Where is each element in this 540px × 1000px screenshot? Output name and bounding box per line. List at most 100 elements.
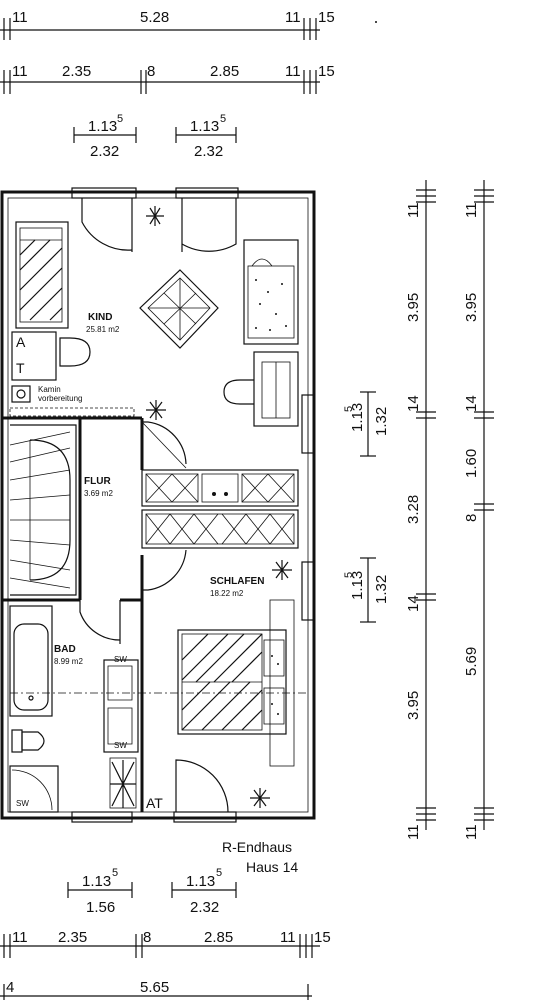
door-flur-top bbox=[141, 421, 187, 469]
chair-desk bbox=[223, 379, 254, 405]
wardrobe-corridor-bottom bbox=[141, 509, 299, 549]
dim-top-window-b: 1.13 5 2.32 bbox=[175, 113, 237, 160]
speck bbox=[375, 21, 377, 23]
dim-text: 2.85 bbox=[204, 929, 233, 946]
dim-text: 1.13 bbox=[349, 571, 366, 600]
dim-text: 5.28 bbox=[140, 9, 169, 26]
house-label-line2: Haus 14 bbox=[246, 859, 298, 875]
room-name-schlafen: SCHLAFEN bbox=[210, 576, 264, 587]
room-area-kind: 25.81 m2 bbox=[86, 325, 120, 334]
dim-text: 11 bbox=[285, 9, 301, 26]
dim-bottom-row1: 11 2.35 8 2.85 11 15 bbox=[0, 929, 331, 958]
dim-text: 1.13 bbox=[88, 118, 117, 135]
dim-text: 1.13 bbox=[186, 873, 215, 890]
dim-text: 1.60 bbox=[463, 449, 480, 478]
dim-text: 8 bbox=[147, 63, 155, 80]
dim-text: 2.35 bbox=[62, 63, 91, 80]
plant-icon bbox=[250, 788, 270, 808]
dim-text: 11 bbox=[12, 9, 28, 26]
dim-text: 3.95 bbox=[405, 691, 422, 720]
door-bad bbox=[79, 600, 121, 644]
dim-text: 14 bbox=[405, 595, 422, 612]
dim-text: 5.69 bbox=[463, 647, 480, 676]
room-name-bad: BAD bbox=[54, 644, 76, 655]
at-label-t: T bbox=[16, 360, 25, 376]
plant-bad-icon bbox=[109, 757, 137, 809]
plant-icon bbox=[272, 560, 292, 580]
dim-text: 1.13 bbox=[82, 873, 111, 890]
room-name-flur: FLUR bbox=[84, 476, 111, 487]
dim-sup: 5 bbox=[220, 113, 226, 125]
shower: SW bbox=[9, 765, 59, 813]
dim-text: 3.95 bbox=[463, 293, 480, 322]
room-area-flur: 3.69 m2 bbox=[84, 489, 113, 498]
dim-text: 1.32 bbox=[373, 575, 390, 604]
bathtub bbox=[9, 605, 53, 717]
dim-right-col2: 11 3.95 14 1.60 8 5.69 11 bbox=[463, 180, 494, 840]
plant-icon bbox=[146, 400, 166, 420]
sw-label: SW bbox=[16, 799, 29, 808]
dim-text: 1.32 bbox=[373, 407, 390, 436]
dim-text: 3.28 bbox=[405, 495, 422, 524]
dim-text: 11 bbox=[280, 929, 296, 946]
kamin-label: Kamin bbox=[38, 385, 61, 394]
dim-sup: 5 bbox=[343, 406, 355, 412]
dim-text: 14 bbox=[463, 395, 480, 412]
dim-text: 11 bbox=[405, 824, 422, 840]
dim-sup: 5 bbox=[343, 572, 355, 578]
door-top-right bbox=[181, 198, 237, 252]
door-flur-bottom bbox=[142, 549, 187, 591]
dim-text: 11 bbox=[12, 929, 28, 946]
dim-bottom-window-a: 1.13 5 1.56 bbox=[67, 867, 133, 916]
dim-sup: 5 bbox=[117, 113, 123, 125]
chair-kind bbox=[59, 337, 91, 367]
dim-text: 11 bbox=[285, 63, 301, 80]
dim-side-window-b: 1.13 5 1.32 bbox=[343, 557, 390, 623]
dim-text: 14 bbox=[405, 395, 422, 412]
desk-kind bbox=[243, 239, 299, 345]
kamin-label-2: vorbereitung bbox=[38, 394, 82, 403]
sw-label: SW bbox=[114, 741, 127, 750]
room-area-schlafen: 18.22 m2 bbox=[210, 589, 244, 598]
dim-text: 2.85 bbox=[210, 63, 239, 80]
nightstand bbox=[269, 599, 295, 767]
dim-top-window-a: 1.13 5 2.32 bbox=[73, 113, 137, 160]
dim-text: 4 bbox=[6, 979, 14, 996]
dim-text: 1.13 bbox=[190, 118, 219, 135]
dim-bottom-window-b: 1.13 5 2.32 bbox=[171, 867, 237, 916]
dim-text: 8 bbox=[463, 514, 480, 522]
dim-text: 11 bbox=[12, 63, 28, 80]
dim-sup: 5 bbox=[216, 867, 222, 879]
interior-walls bbox=[2, 407, 144, 812]
door-schlafen-bottom bbox=[175, 759, 229, 813]
room-name-kind: KIND bbox=[88, 312, 112, 323]
dim-text: 1.56 bbox=[86, 899, 115, 916]
dim-text: 2.32 bbox=[190, 899, 219, 916]
plant-icon bbox=[146, 206, 164, 226]
dim-text: 8 bbox=[143, 929, 151, 946]
table-kind bbox=[139, 269, 219, 349]
dim-text: 15 bbox=[318, 9, 335, 26]
dim-text: 15 bbox=[314, 929, 331, 946]
dim-text: 2.32 bbox=[90, 143, 119, 160]
dim-text: 15 bbox=[318, 63, 335, 80]
at-label-bottom: AT bbox=[146, 795, 163, 811]
outer-walls bbox=[0, 187, 316, 823]
dim-text: 5.65 bbox=[140, 979, 169, 996]
cabinet-kind bbox=[253, 351, 299, 427]
dim-text: 1.13 bbox=[349, 403, 366, 432]
dim-text: 11 bbox=[405, 202, 422, 218]
sinks: SW SW bbox=[103, 655, 139, 753]
dim-side-window-a: 1.13 5 1.32 bbox=[343, 391, 390, 457]
dim-top-row2: 11 2.35 8 2.85 11 15 bbox=[0, 63, 335, 94]
fireplace-symbol bbox=[11, 385, 31, 403]
wardrobe-corridor-top bbox=[141, 469, 299, 507]
dim-top-row1: 11 5.28 11 15 bbox=[0, 9, 335, 40]
dim-text: 2.32 bbox=[194, 143, 223, 160]
room-area-bad: 8.99 m2 bbox=[54, 657, 83, 666]
toilet bbox=[11, 729, 45, 753]
at-label-a: A bbox=[16, 334, 26, 350]
dim-text: 3.95 bbox=[405, 293, 422, 322]
